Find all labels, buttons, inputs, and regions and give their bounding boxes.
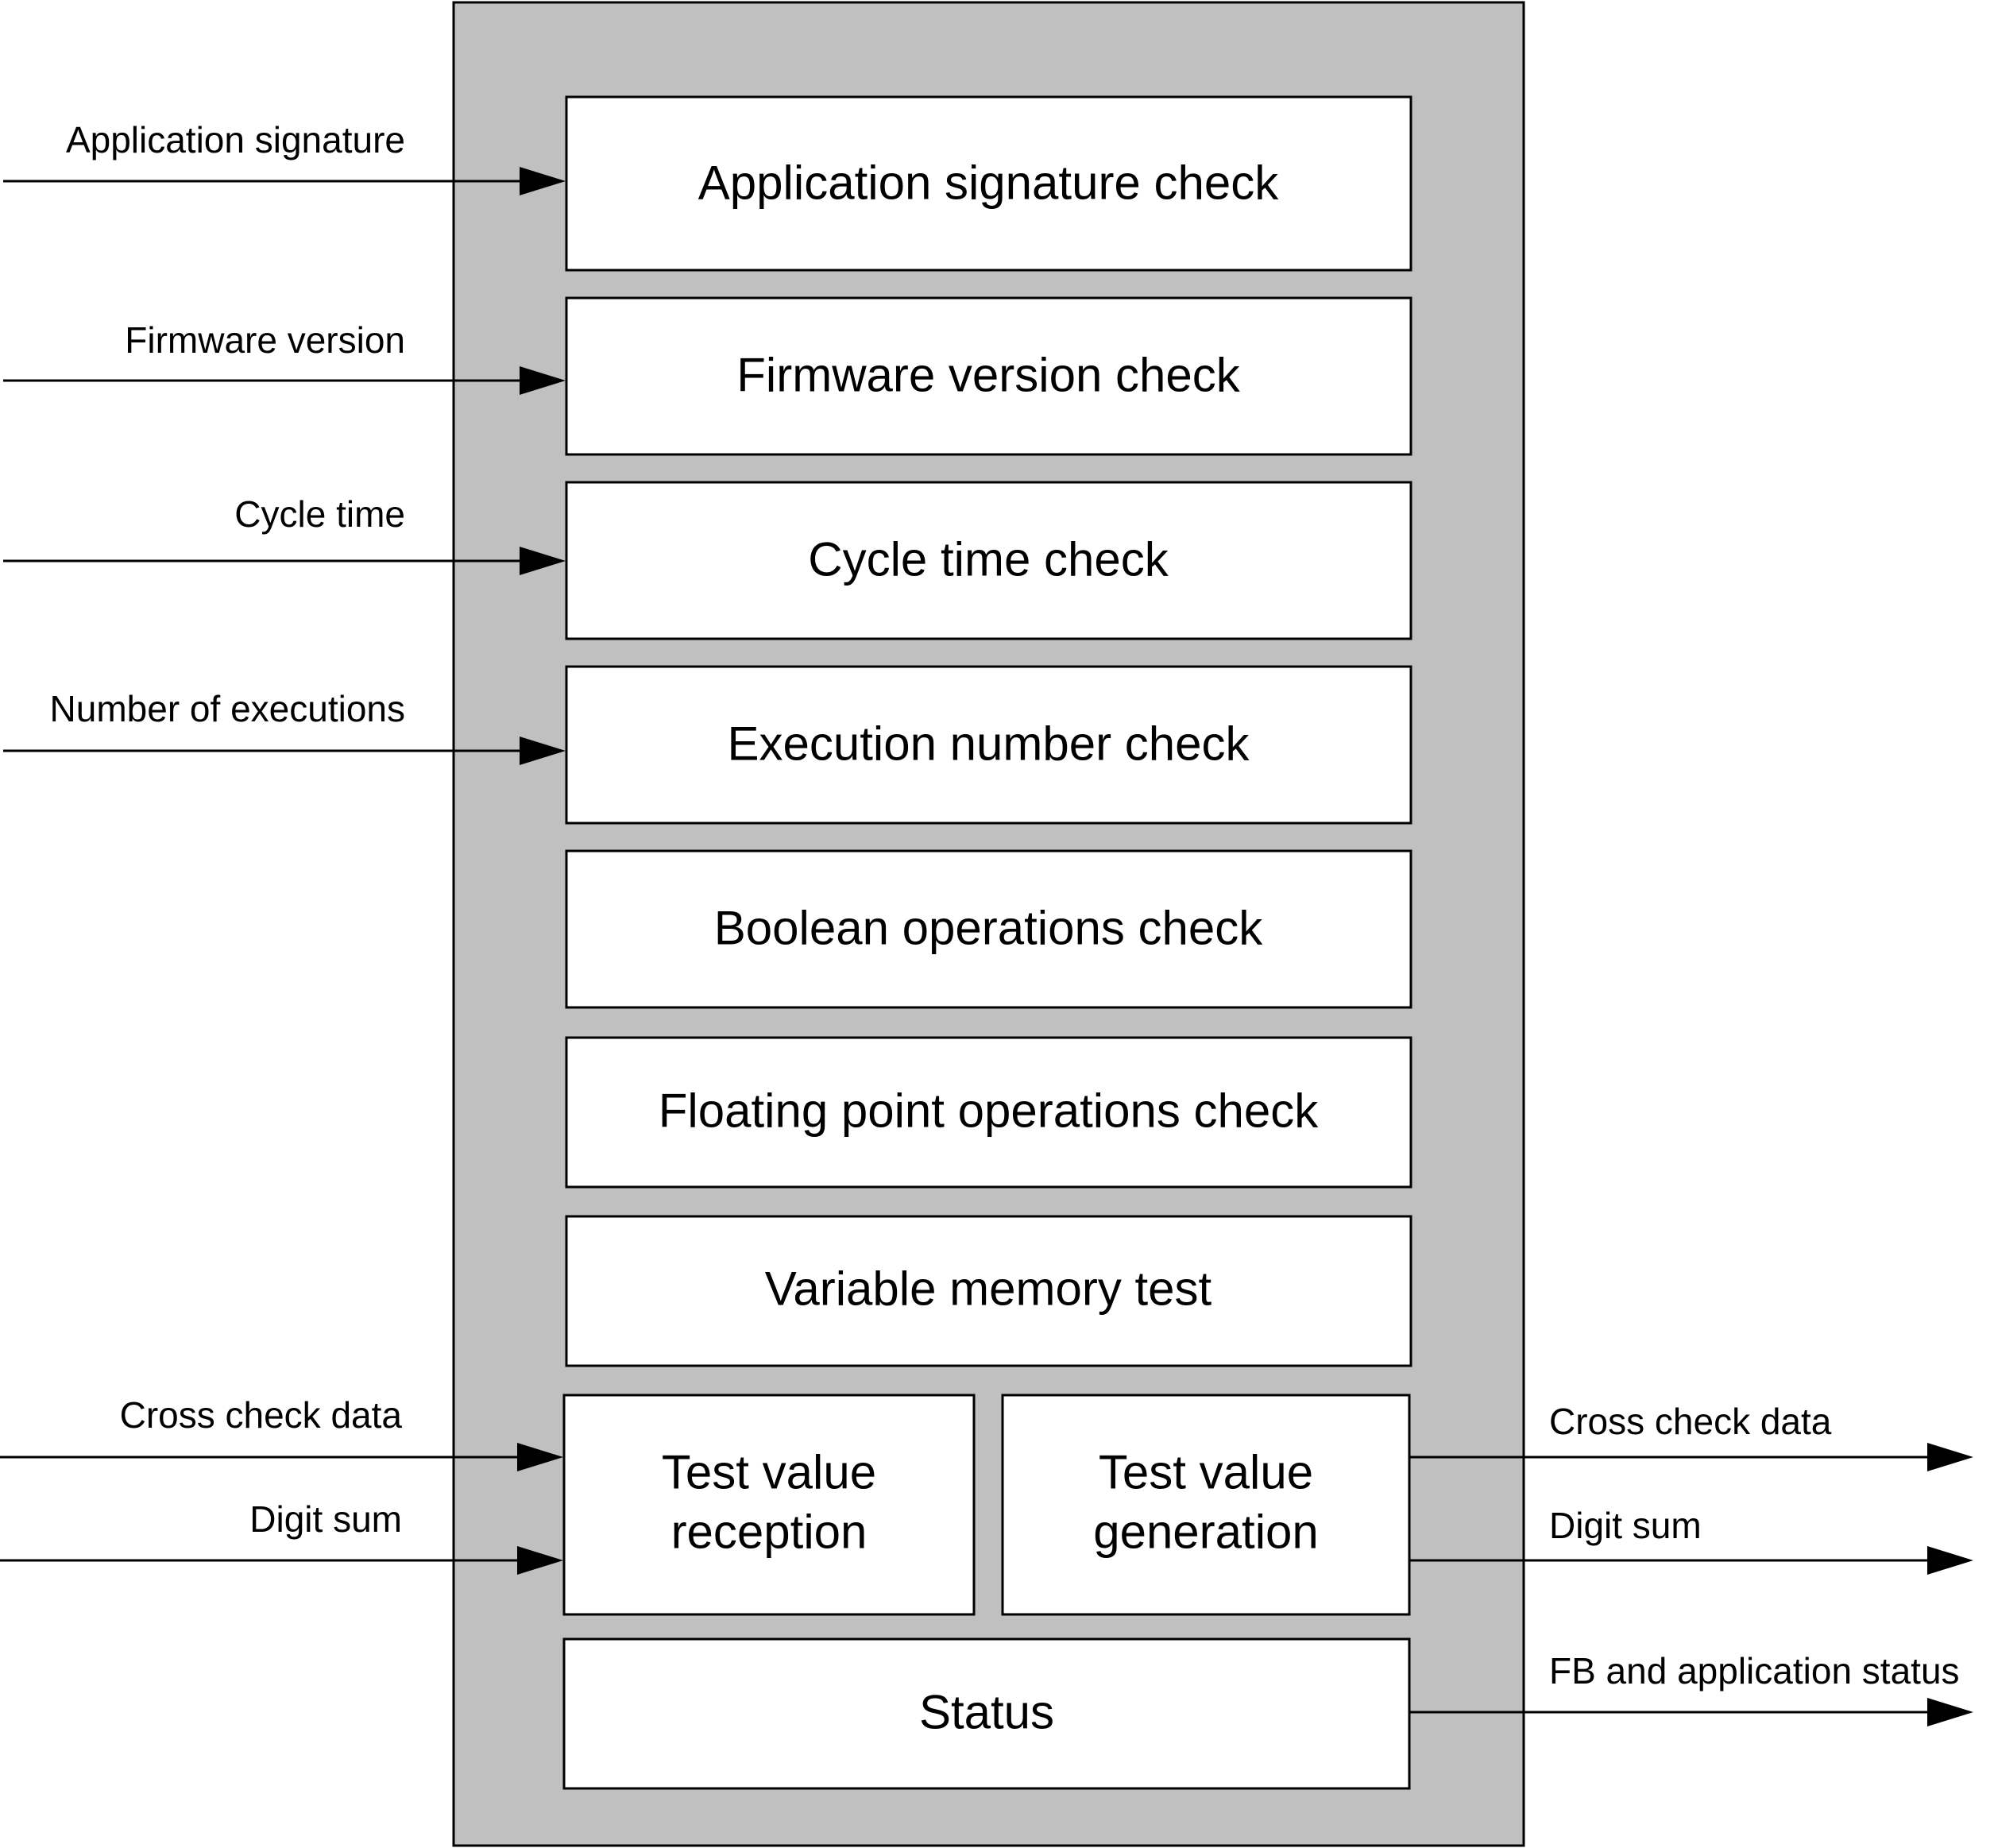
input-cycle-time-label: Cycle time [234,493,405,535]
input-number-of-executions: Number of executions [3,688,566,765]
arrow-right-icon [1927,1546,1973,1575]
test-value-generation-label-line-2: generation [1093,1506,1319,1559]
test-value-reception-label-line-2: reception [671,1506,868,1559]
arrow-right-icon [520,366,566,395]
variable-memory-test-label: Variable memory test [765,1262,1212,1316]
input-digit-sum-label: Digit sum [249,1498,402,1540]
test-value-reception-label-line-1: Test value [662,1446,876,1499]
output-cross-check-data-label: Cross check data [1549,1401,1832,1442]
status-label: Status [919,1686,1054,1739]
input-digit-sum: Digit sum [0,1498,563,1575]
arrow-right-icon [517,1546,563,1575]
input-firmware-version: Firmware version [3,319,566,395]
variable-memory-test-block: Variable memory test [565,1215,1412,1367]
boolean-operations-check-label: Boolean operations check [714,902,1263,955]
test-value-reception-block: Test value reception [562,1394,976,1616]
input-number-of-executions-label: Number of executions [50,688,405,729]
input-cross-check-data-label: Cross check data [120,1394,403,1436]
test-value-generation-label-line-1: Test value [1099,1446,1313,1499]
arrow-right-icon [520,736,566,765]
floating-point-operations-check-block: Floating point operations check [565,1036,1412,1189]
arrow-right-icon [1927,1443,1973,1471]
status-block: Status [562,1637,1411,1790]
boolean-operations-check-block: Boolean operations check [565,849,1412,1009]
application-signature-check-block: Application signature check [565,95,1412,272]
firmware-version-check-block: Firmware version check [565,296,1412,456]
input-application-signature: Application signature [3,119,566,195]
output-digit-sum-label: Digit sum [1549,1505,1702,1546]
test-value-generation-block: Test value generation [1001,1394,1411,1616]
execution-number-check-label: Execution number check [727,717,1250,771]
input-cross-check-data: Cross check data [0,1394,563,1471]
input-cycle-time: Cycle time [3,493,566,575]
output-cross-check-data: Cross check data [1409,1401,1973,1471]
input-application-signature-label: Application signature [66,119,405,160]
cycle-time-check-block: Cycle time check [565,481,1412,640]
application-signature-check-label: Application signature check [698,157,1279,210]
output-fb-and-application-status-label: FB and application status [1549,1650,1960,1691]
output-fb-and-application-status: FB and application status [1409,1650,1973,1726]
arrow-right-icon [520,547,566,575]
arrow-right-icon [520,167,566,195]
cycle-time-check-label: Cycle time check [808,533,1169,586]
arrow-right-icon [517,1443,563,1471]
floating-point-operations-check-label: Floating point operations check [659,1084,1320,1138]
firmware-version-check-label: Firmware version check [736,349,1240,402]
output-digit-sum: Digit sum [1409,1505,1973,1575]
arrow-right-icon [1927,1698,1973,1726]
input-firmware-version-label: Firmware version [125,319,405,361]
execution-number-check-block: Execution number check [565,665,1412,825]
